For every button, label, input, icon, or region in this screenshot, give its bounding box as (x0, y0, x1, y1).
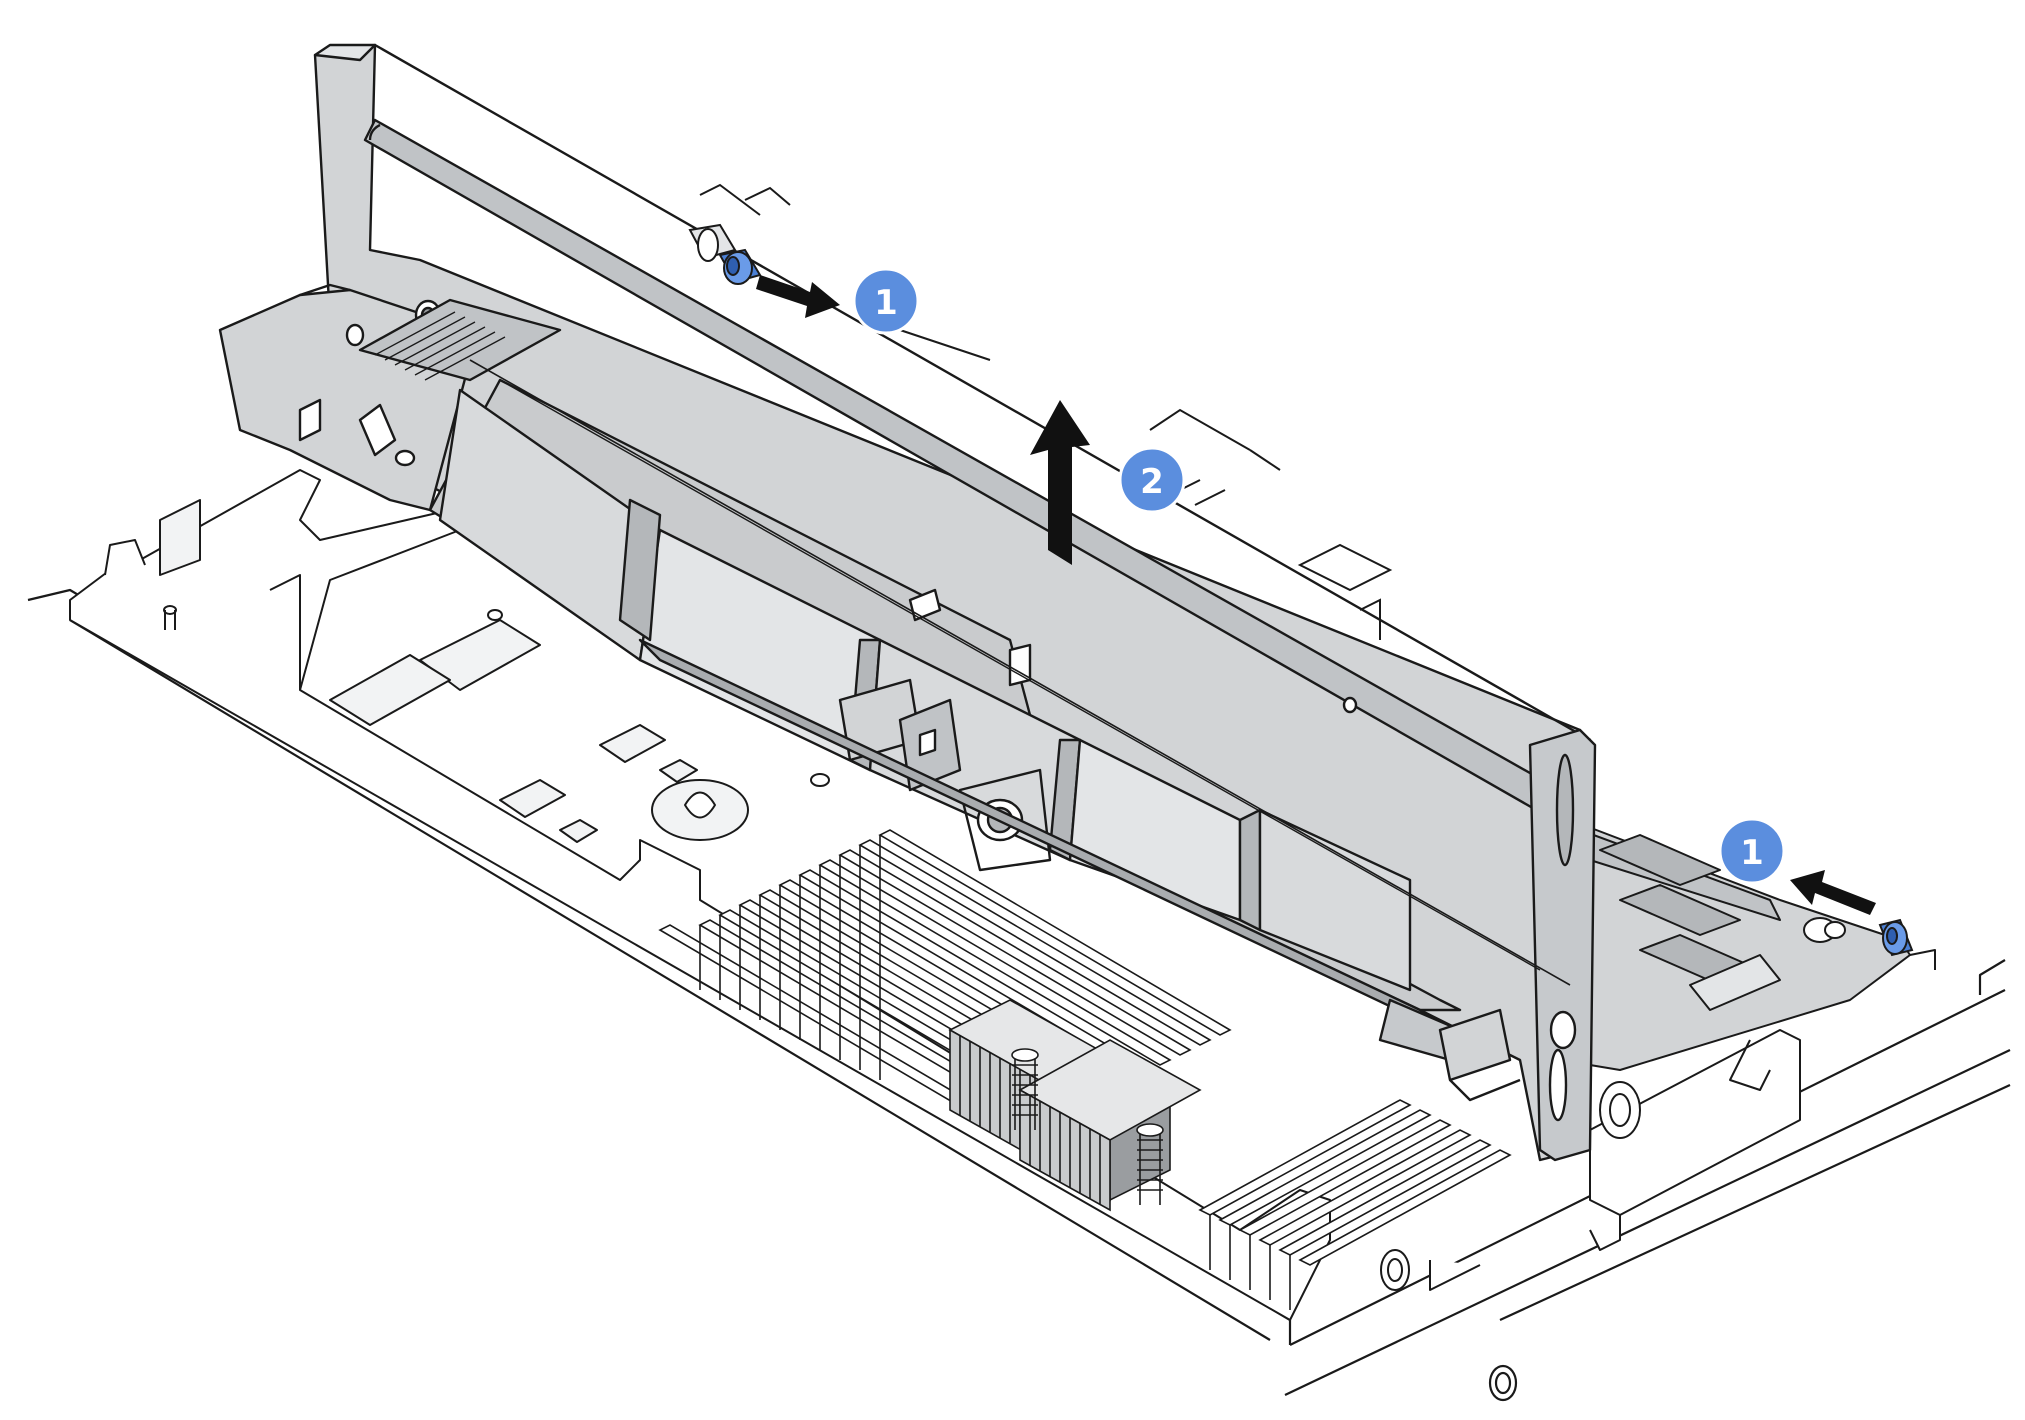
callout-2-label: 2 (1140, 462, 1164, 502)
cage-bracket-right (1559, 819, 1936, 1091)
callout-1-right-label: 1 (1740, 833, 1764, 873)
arrow-lift-cage (1030, 400, 1090, 565)
callout-1-left: 1 (852, 267, 920, 335)
rear-hardware (699, 183, 1591, 831)
callout-1-right: 1 (1718, 817, 1786, 885)
callout-2: 2 (1118, 446, 1186, 514)
arrow-pull-left-plunger (756, 275, 840, 318)
plunger-right (1824, 918, 1914, 957)
plunger-left (688, 223, 762, 285)
arrow-pull-right-plunger (1790, 870, 1876, 915)
callout-1-left-label: 1 (874, 283, 898, 323)
drive-cage (218, 43, 1597, 1162)
heat-sink-rear (1018, 1039, 1202, 1212)
floor-bracket-right (1380, 1029, 1801, 1291)
memory-modules-right (1198, 1099, 1512, 1310)
heat-sink-springs (1011, 1048, 1164, 1205)
